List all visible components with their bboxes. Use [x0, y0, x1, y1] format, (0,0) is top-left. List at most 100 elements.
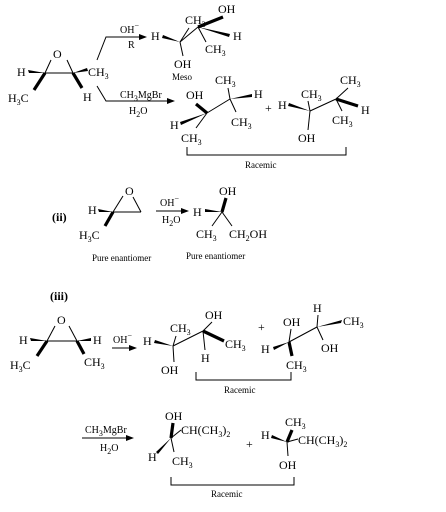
product-ii-bold-oh: [220, 197, 228, 213]
product2b-wedge-h: [271, 435, 287, 442]
product2b-iii: H CH3 CH(CH3)2 OH: [261, 415, 347, 472]
product-ii-ch3: CH3: [196, 227, 217, 243]
epoxide-iii-bold-ch3: [35, 340, 49, 357]
epoxide-ii: O H H3C: [79, 184, 142, 244]
racemic-label-iii-2: Racemic: [211, 489, 242, 499]
product-ii-ch3-sub: 3: [213, 234, 217, 243]
product1a-bond-oh-top: [202, 321, 213, 332]
product1b-ch3-right: CH3: [343, 314, 364, 330]
reagent-ii-water: H2O: [162, 215, 180, 228]
racemic-label-iii-1: Racemic: [224, 385, 255, 395]
reagent-top-r: R: [128, 40, 135, 51]
product2b-bold-ch3: [285, 429, 294, 443]
meso-bond-c-oh: [179, 41, 184, 57]
reagent-ii-o: O: [173, 215, 180, 226]
epoxide-i-ch3-ch: CH: [88, 65, 105, 79]
epoxide-iii-bond-o-left: [46, 325, 56, 342]
arrow-to-meso-head: [139, 34, 147, 40]
product1a-bond-oh: [172, 345, 175, 363]
product-ii-bond-ch3: [211, 211, 223, 227]
product-ii-h: H: [193, 205, 202, 219]
product-a-bond-ch3-top: [227, 87, 231, 100]
product1a-bond-cc: [172, 330, 204, 347]
product-a-ch3-bottom-sub: 3: [198, 138, 202, 147]
product2a-ch3-sub: 3: [189, 461, 193, 470]
product-b-bond-ch3-far: [335, 87, 349, 100]
product1b-bond-h-top: [316, 314, 319, 328]
product-a-wedge-h-left: [180, 113, 207, 125]
racemic-bracket-iii-2: [170, 477, 295, 486]
meso-bond-c-ch3: [179, 27, 190, 43]
product-a-ch3-right: CH3: [231, 115, 252, 131]
reagent-iii-oh: OH: [113, 335, 127, 346]
product1b-iii: OH H CH3 H CH3 OH: [261, 301, 364, 374]
product-a-ch3-top: CH3: [215, 73, 236, 89]
reagent-iii-ch-sub: 3: [99, 429, 103, 438]
product-ii-oh: OH: [219, 184, 237, 198]
product-b-ch3-far-sub: 3: [357, 80, 361, 89]
product-ii: OH H CH3 CH2OH: [193, 184, 267, 243]
epoxide-i-h-right: H: [83, 90, 92, 104]
product-a-oh: OH: [186, 88, 204, 102]
product1b-ch3-bottom-sub: 3: [303, 365, 307, 374]
epoxide-ii-h3c-sub: 3: [88, 235, 92, 244]
epoxide-iii-h3c-h: H: [10, 358, 19, 372]
meso-wedge-h-left: [162, 35, 180, 42]
product1b-bond-cc: [288, 326, 318, 343]
product1a-ch3-right-sub: 3: [242, 344, 246, 353]
reagent-ii-charge: −: [174, 194, 179, 203]
product2b-ch3-sub: 3: [302, 422, 306, 431]
meso-ch3-right-sub: 3: [222, 49, 226, 58]
caption-pure-enantiomer-right: Pure enantiomer: [186, 251, 245, 261]
reagent-bottom-water: H2O: [129, 106, 147, 119]
product-a-ch3-bottom: CH3: [181, 131, 202, 147]
reagent-ii-h: H: [162, 215, 169, 226]
product2a-group-ch: CH(CH: [181, 423, 219, 437]
reagent-bottom-o: O: [140, 106, 147, 117]
plus-i: +: [265, 101, 272, 115]
epoxide-i-bold-h: [71, 72, 84, 89]
epoxide-ii-h: H: [88, 203, 97, 217]
epoxide-i-bond-o-left: [44, 59, 52, 74]
product-a-ch3-bottom-ch: CH: [181, 131, 198, 145]
meso-label: Meso: [172, 72, 192, 82]
product-ii-ch2oh-sub: 2: [246, 234, 250, 243]
product2a-group-sub: 3: [218, 430, 222, 439]
reagent-top-hydroxide: OH−: [120, 21, 139, 36]
arrow-to-racemic: [96, 85, 171, 102]
epoxide-ii-wedge-h: [98, 209, 113, 212]
product2a-group-paren-sub: 2: [226, 430, 230, 439]
epoxide-i-wedge-ch3: [73, 68, 88, 73]
arrow-iii-b-head: [126, 435, 134, 441]
product-ii-ch2oh-oh: OH: [250, 227, 268, 241]
plus-iii-1: +: [258, 320, 265, 334]
product2a-ch3: CH3: [172, 454, 193, 470]
product1a-ch3-top-ch: CH: [170, 321, 187, 335]
product2b-group-ch: CH(CH: [298, 433, 336, 447]
epoxide-iii-h-left: H: [19, 333, 28, 347]
product-b-bold-h: [335, 97, 359, 108]
product-a-bond-ch3-bottom: [195, 112, 208, 129]
epoxide-i-h3c-h: H: [8, 91, 17, 105]
product2b-group: CH(CH3)2: [298, 433, 347, 449]
reagent-iii-charge: −: [127, 331, 132, 340]
epoxide-iii-ch3-sub: 3: [101, 362, 105, 371]
product2b-ch3-ch: CH: [285, 415, 302, 429]
product2b-group-sub: 3: [335, 440, 339, 449]
epoxide-i: O H H3C CH3 H: [8, 47, 109, 107]
epoxide-i-ch3: CH3: [88, 65, 109, 81]
reagent-ii-oh: OH: [160, 198, 174, 209]
product-b-ch3-top-ch: CH: [301, 87, 318, 101]
epoxide-i-h3c: H3C: [8, 91, 29, 107]
product2b-group-paren-sub: 2: [343, 440, 347, 449]
meso-bold-oh: [197, 15, 224, 29]
product1a-oh-top: OH: [205, 308, 223, 322]
reagent-iii-water: H2O: [100, 443, 118, 456]
product1b-ch3-bottom: CH3: [286, 358, 307, 374]
epoxide-i-h3c-c: C: [21, 91, 29, 105]
meso-oh-top: OH: [218, 2, 236, 16]
reagent-iii-mgbr: MgBr: [103, 425, 128, 436]
epoxide-i-ch3-sub: 3: [105, 72, 109, 81]
product-a-ch3-right-sub: 3: [248, 122, 252, 131]
